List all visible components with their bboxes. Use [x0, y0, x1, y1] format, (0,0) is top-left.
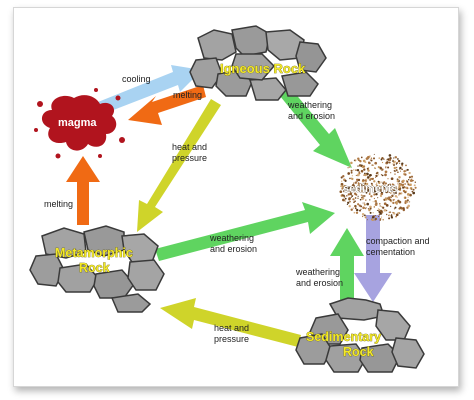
- cooling-arrow: [98, 65, 202, 114]
- weathering-arrow-top: [280, 86, 352, 168]
- igneous-rock-node: Igneous Rock: [189, 25, 327, 101]
- weathering-arrow-bottom: [330, 228, 364, 300]
- weathering-label-bottom-1: weathering: [295, 267, 340, 277]
- sedimentary-rock-label-line2: Rock: [343, 345, 374, 359]
- compaction-label-2: cementation: [366, 247, 415, 257]
- weathering-label-mid-1: weathering: [209, 233, 254, 243]
- compaction-arrow: [354, 215, 392, 302]
- magma-label: magma: [58, 117, 97, 129]
- weathering-label-top-1: weathering: [287, 100, 332, 110]
- heat-pressure-arrow-top: [137, 99, 221, 232]
- metamorphic-rock-node: Metamorphic Rock: [29, 225, 165, 313]
- sediments-node: sediments: [339, 153, 417, 221]
- sedimentary-rock-node: Sedimentary Rock: [295, 297, 425, 373]
- melting-arrow-top: [128, 85, 206, 125]
- cooling-label: cooling: [122, 74, 151, 84]
- melting-label-left: melting: [44, 199, 73, 209]
- sedimentary-rock-label-line1: Sedimentary: [306, 330, 381, 344]
- metamorphic-rock-label-line1: Metamorphic: [55, 246, 133, 260]
- heat-pressure-label-top-2: pressure: [172, 153, 207, 163]
- weathering-arrow-mid: [155, 202, 335, 261]
- compaction-label-1: compaction and: [366, 236, 430, 246]
- heat-pressure-label-top-1: heat and: [172, 142, 207, 152]
- sediments-label: sediments: [343, 183, 397, 195]
- weathering-label-bottom-2: and erosion: [296, 278, 343, 288]
- melting-arrow-left: [66, 156, 100, 225]
- melting-label-top: melting: [173, 90, 202, 100]
- metamorphic-rock-label-line2: Rock: [79, 261, 110, 275]
- weathering-label-top-2: and erosion: [288, 111, 335, 121]
- heat-pressure-label-bottom-2: pressure: [214, 334, 249, 344]
- igneous-rock-label: Igneous Rock: [220, 61, 306, 76]
- magma-splat-icon: [41, 95, 117, 151]
- weathering-label-mid-2: and erosion: [210, 244, 257, 254]
- magma-node: magma: [34, 88, 125, 159]
- heat-pressure-label-bottom-1: heat and: [214, 323, 249, 333]
- heat-pressure-arrow-bottom: [160, 298, 301, 347]
